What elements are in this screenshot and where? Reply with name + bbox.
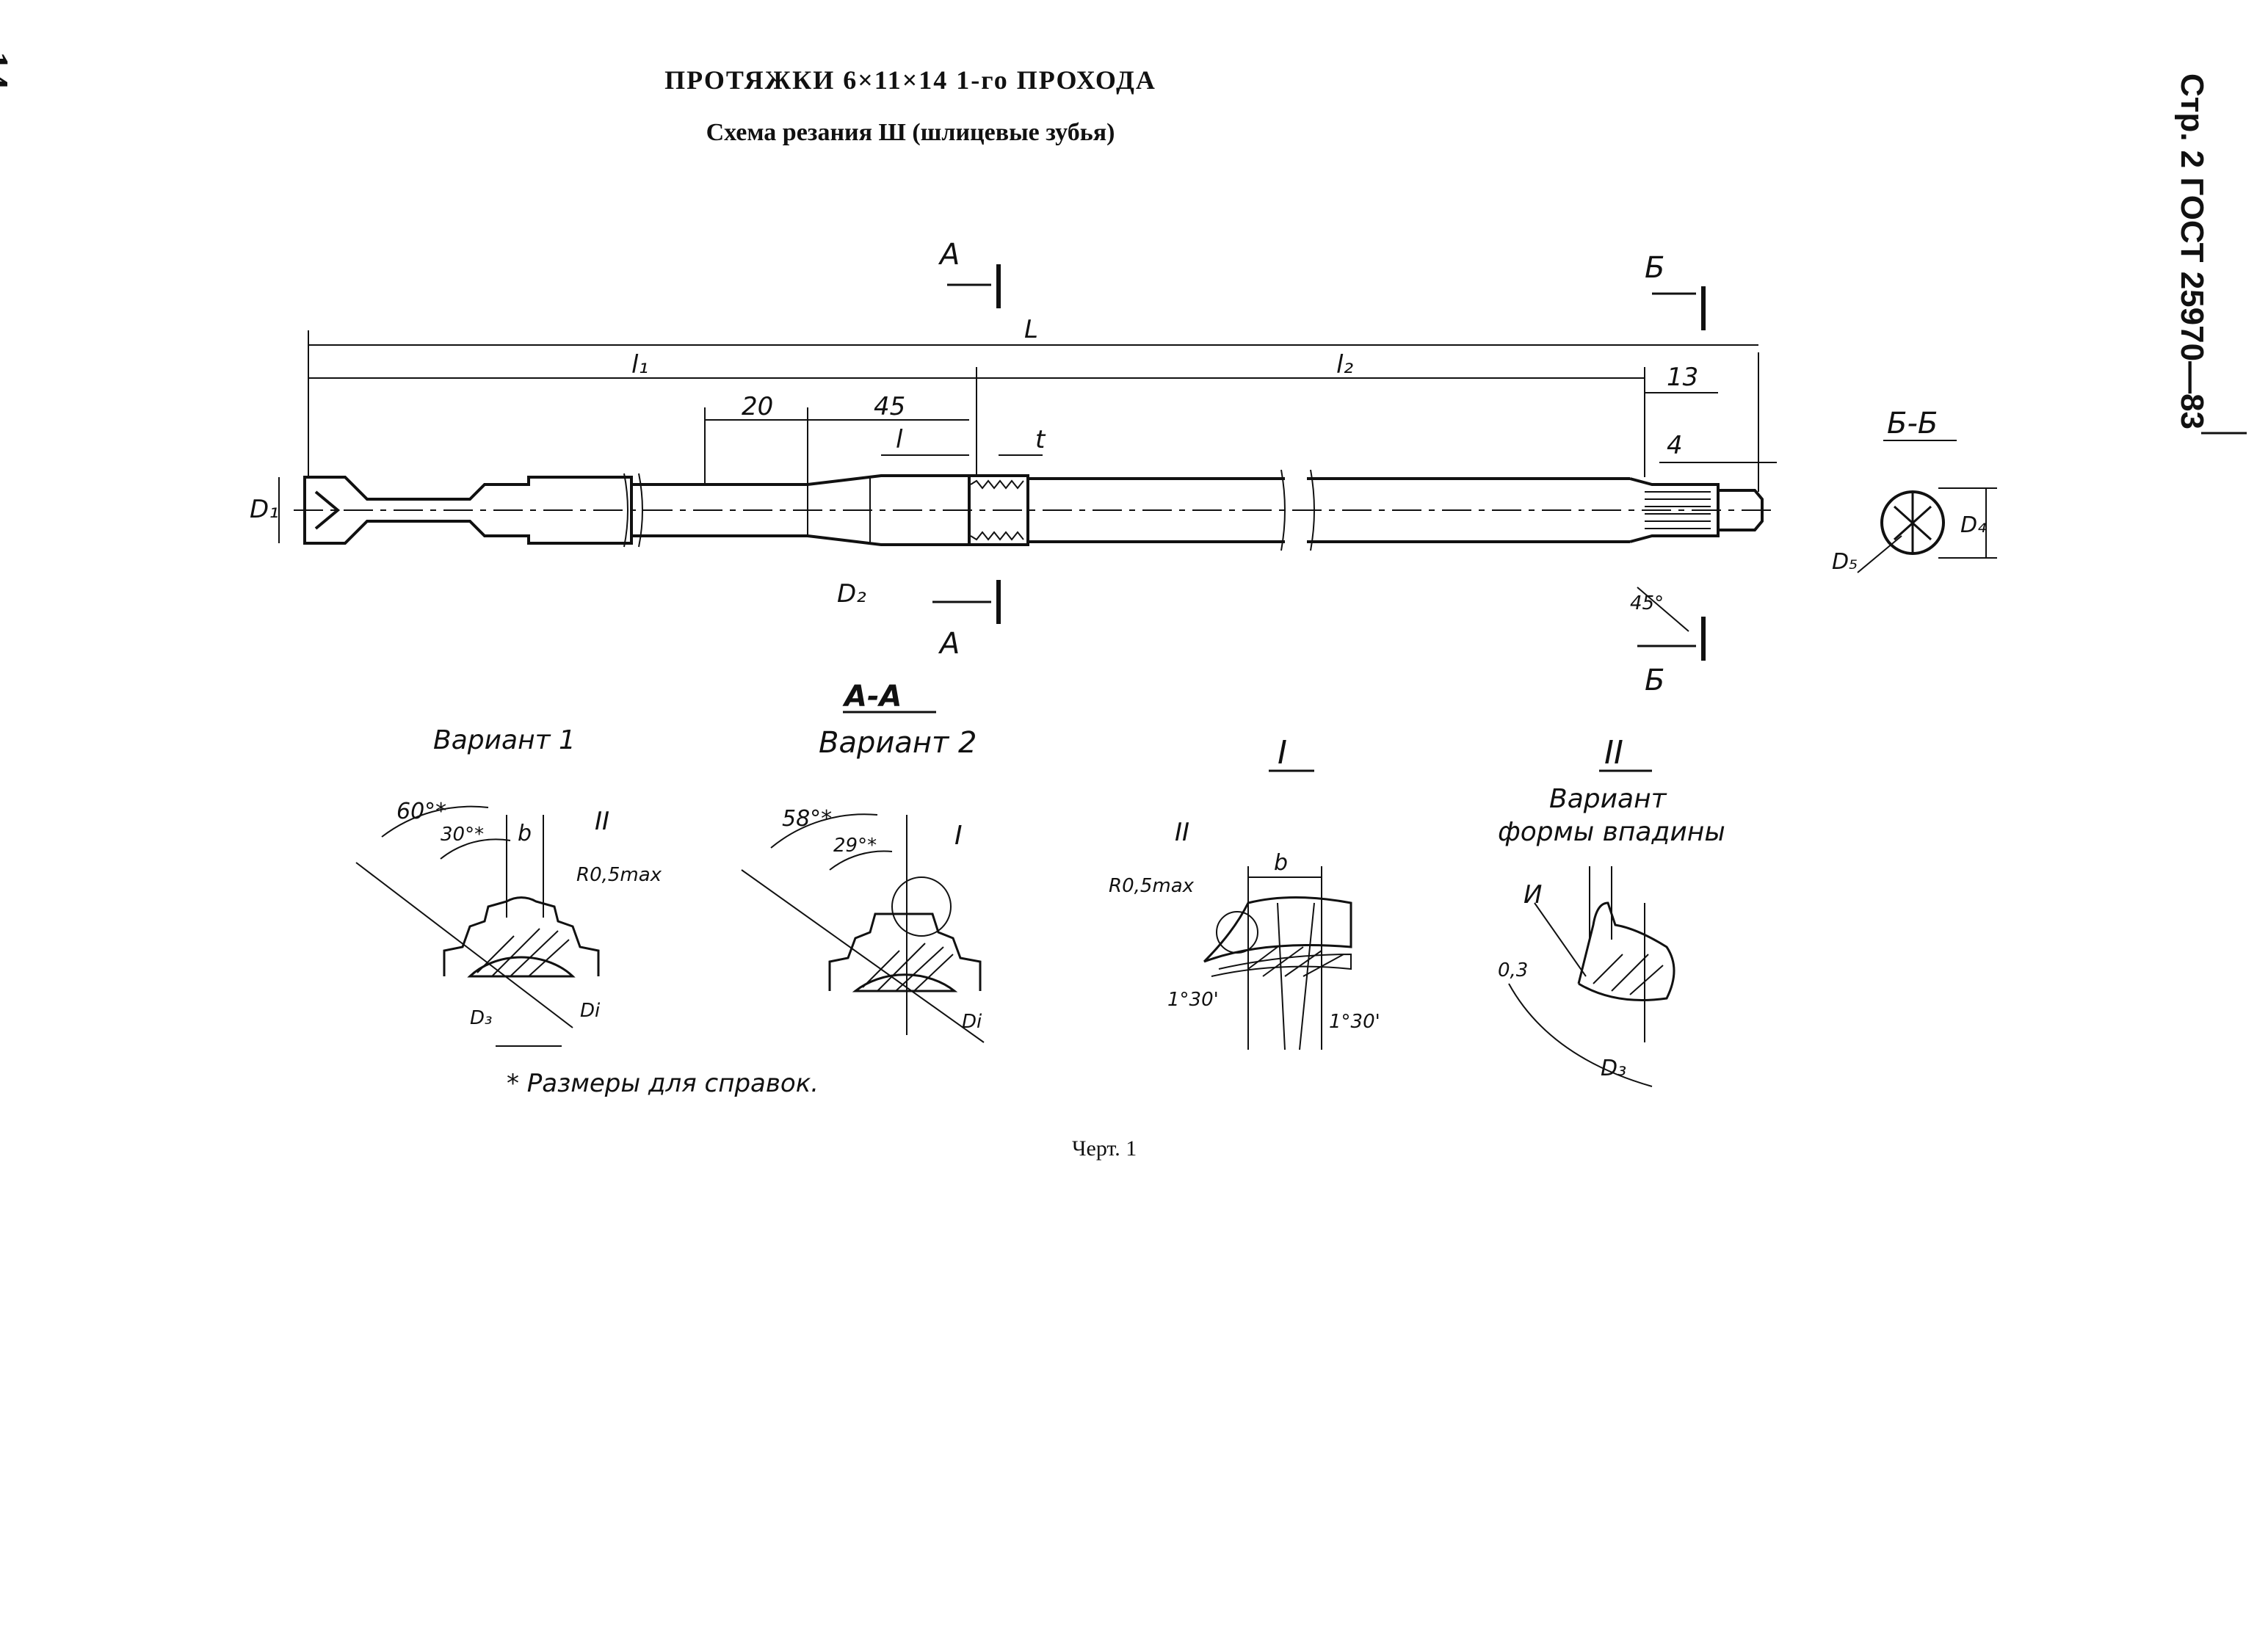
- label-20: 20: [742, 392, 773, 421]
- detail2-leader-I: [1534, 902, 1587, 977]
- detail1-radius: R0,5max: [1109, 875, 1195, 897]
- label-45deg: 45°: [1630, 592, 1664, 614]
- label-45: 45: [874, 392, 905, 421]
- section-markers: [932, 264, 1706, 661]
- detail2-d3-arc: [1508, 983, 1653, 1087]
- label-D5: D₅: [1832, 549, 1858, 575]
- dim-45deg: [1637, 587, 1689, 632]
- label-l: l: [896, 425, 903, 454]
- detail1-view: [1203, 769, 1352, 1050]
- variant1-radius: R0,5max: [576, 864, 662, 886]
- detail1-base: [1211, 953, 1352, 977]
- detail1-hatching: [1247, 946, 1344, 977]
- variant1-view: [355, 805, 600, 1047]
- detail2-subtitle-2: формы впадины: [1498, 817, 1725, 847]
- reference-note: * Размеры для справок.: [507, 1069, 819, 1098]
- variant2-hatching: [862, 943, 954, 992]
- variant2-arc29: [829, 850, 893, 871]
- label-D1: D₁: [250, 495, 279, 524]
- detail1-angle-right: 1°30': [1329, 1011, 1380, 1033]
- variant2-profile: [828, 912, 982, 991]
- variant2-detail-circle: [891, 876, 952, 937]
- variant1-angle-inner: 30°*: [441, 824, 484, 846]
- variant2-di: Di: [962, 1011, 982, 1033]
- detail1-flank-b: [1299, 902, 1315, 1050]
- label-BB: Б-Б: [1887, 407, 1938, 440]
- label-B-top: Б: [1645, 251, 1664, 285]
- detail2-view: [1508, 769, 1675, 1087]
- label-13: 13: [1667, 363, 1698, 392]
- variant1-detail-ref: II: [595, 807, 609, 836]
- detail1-tooth: [1203, 896, 1352, 963]
- label-t: t: [1035, 425, 1046, 454]
- neck: [631, 483, 705, 537]
- cutting-teeth: [970, 479, 1024, 541]
- detail1-flank-a: [1277, 902, 1286, 1050]
- break-lines-1: [623, 473, 643, 548]
- detail1-title: I: [1278, 734, 1287, 772]
- section-BB-view: Б-Б D₄ D₅: [1832, 407, 1997, 575]
- label-L: L: [1024, 315, 1038, 344]
- label-l2: l₂: [1336, 350, 1353, 380]
- shank-tip: [314, 490, 341, 530]
- detail1-ref: II: [1175, 818, 1189, 847]
- label-4: 4: [1667, 431, 1683, 460]
- shank-outline: [303, 476, 633, 545]
- variant1-angle-outer: 60°*: [396, 799, 446, 824]
- detail1-b: b: [1274, 850, 1288, 876]
- section-BB-spline: [1893, 492, 1932, 554]
- detail2-profile: [1577, 901, 1675, 1001]
- variant1-di: Di: [580, 1000, 601, 1022]
- label-D4: D₄: [1960, 512, 1986, 538]
- detail2-d3: D₃: [1601, 1056, 1626, 1081]
- detail2-subtitle-1: Вариант: [1549, 784, 1667, 814]
- teeth-zone: [969, 474, 1029, 546]
- variant2-angle-outer: 58°*: [782, 806, 832, 832]
- detail1-radius-circle: [1216, 911, 1258, 954]
- dim-D5-leader: [1857, 535, 1902, 573]
- variant2-ray: [741, 869, 985, 1043]
- variant2-title: Вариант 2: [819, 726, 977, 760]
- broach-main-view: [294, 469, 1777, 551]
- variant1-d3: D₃: [470, 1007, 492, 1029]
- dimension-lines: [278, 330, 1777, 632]
- variant2-arc58: [770, 813, 878, 849]
- variant2-angle-inner: 29°*: [833, 835, 877, 857]
- page-subtitle: Схема резания Ш (шлицевые зубья): [706, 119, 1115, 146]
- detail1-angle-left: 1°30': [1167, 989, 1219, 1011]
- variant1-title: Вариант 1: [433, 725, 576, 755]
- variant1-hatching: [477, 928, 570, 977]
- spline-lines: [1645, 491, 1711, 529]
- label-B-bottom: Б: [1645, 664, 1664, 697]
- label-A-bottom: А: [938, 627, 960, 661]
- label-l1: l₁: [631, 350, 648, 380]
- label-D2: D₂: [837, 579, 866, 609]
- variant1-profile: [443, 896, 600, 976]
- variant1-arc60: [381, 805, 489, 838]
- label-A-top: А: [938, 238, 960, 272]
- body: [1028, 477, 1630, 543]
- detail2-title: II: [1604, 734, 1623, 772]
- variant2-detail-ref: I: [954, 821, 963, 851]
- drawing-caption: Черт. 1: [1072, 1136, 1137, 1161]
- variant1-b: b: [518, 821, 532, 846]
- detail2-hatching: [1593, 954, 1664, 995]
- section-AA-title: А-А: [842, 680, 902, 714]
- variant2-view: [741, 711, 985, 1043]
- variant1-ray: [355, 862, 573, 1028]
- detail2-label-I: И: [1524, 880, 1542, 910]
- detail2-dim-03: 0,3: [1498, 959, 1528, 981]
- page-title: ПРОТЯЖКИ 6×11×14 1-го ПРОХОДА: [664, 65, 1156, 95]
- variant1-arc30: [440, 838, 511, 860]
